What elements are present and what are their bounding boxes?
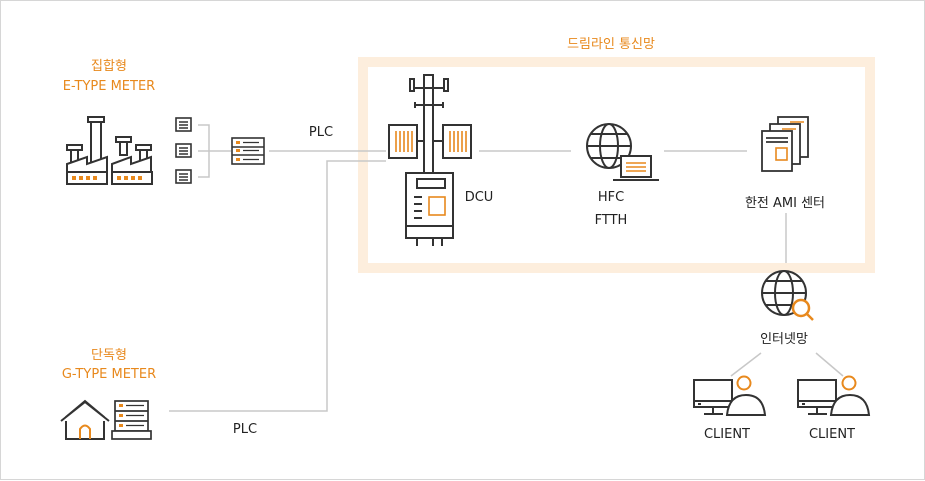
user-icon [725, 375, 767, 416]
factory-icon [66, 116, 153, 185]
g-meter-lines [126, 404, 144, 427]
ami-center-label: 한전 AMI 센터 [744, 196, 826, 211]
ftth-label: FTTH [594, 213, 628, 228]
tower-icon [388, 74, 472, 246]
house-icon [60, 399, 110, 440]
client-label: CLIENT [808, 427, 856, 442]
hfc-label: HFC [597, 190, 625, 205]
dreamline-network-region [358, 57, 875, 273]
plc-bottom-line [169, 160, 386, 412]
region-title: 드림라인 통신망 [567, 37, 655, 52]
g-type-line1: 단독형 [91, 348, 127, 363]
monitor-icon [693, 379, 733, 415]
internet-label: 인터넷망 [760, 332, 808, 347]
house-door [79, 424, 91, 439]
e-type-line2: E-TYPE METER [62, 79, 156, 94]
monitor-icon [797, 379, 837, 415]
internet-to-client2-line [815, 352, 844, 377]
internet-to-client1-line [730, 352, 762, 377]
client-label: CLIENT [703, 427, 751, 442]
user-icon [829, 375, 871, 416]
g-type-line2: G-TYPE METER [61, 367, 157, 382]
dcu-label: DCU [464, 190, 494, 205]
g-meter-icon [111, 400, 152, 440]
e-type-line1: 집합형 [91, 59, 127, 74]
meter-icon [175, 117, 192, 184]
factory-windows [72, 176, 142, 180]
plc-top-label: PLC [308, 125, 334, 140]
server-icon [761, 116, 809, 172]
dcu-accents [395, 131, 467, 216]
connection-lines [169, 124, 844, 412]
server-accents [775, 121, 804, 161]
g-meter-leds [119, 404, 123, 427]
collector-leds [236, 141, 240, 161]
collector-lines [243, 141, 259, 161]
search-icon [791, 298, 814, 321]
plc-bottom-label: PLC [232, 422, 258, 437]
laptop-icon [613, 155, 659, 181]
